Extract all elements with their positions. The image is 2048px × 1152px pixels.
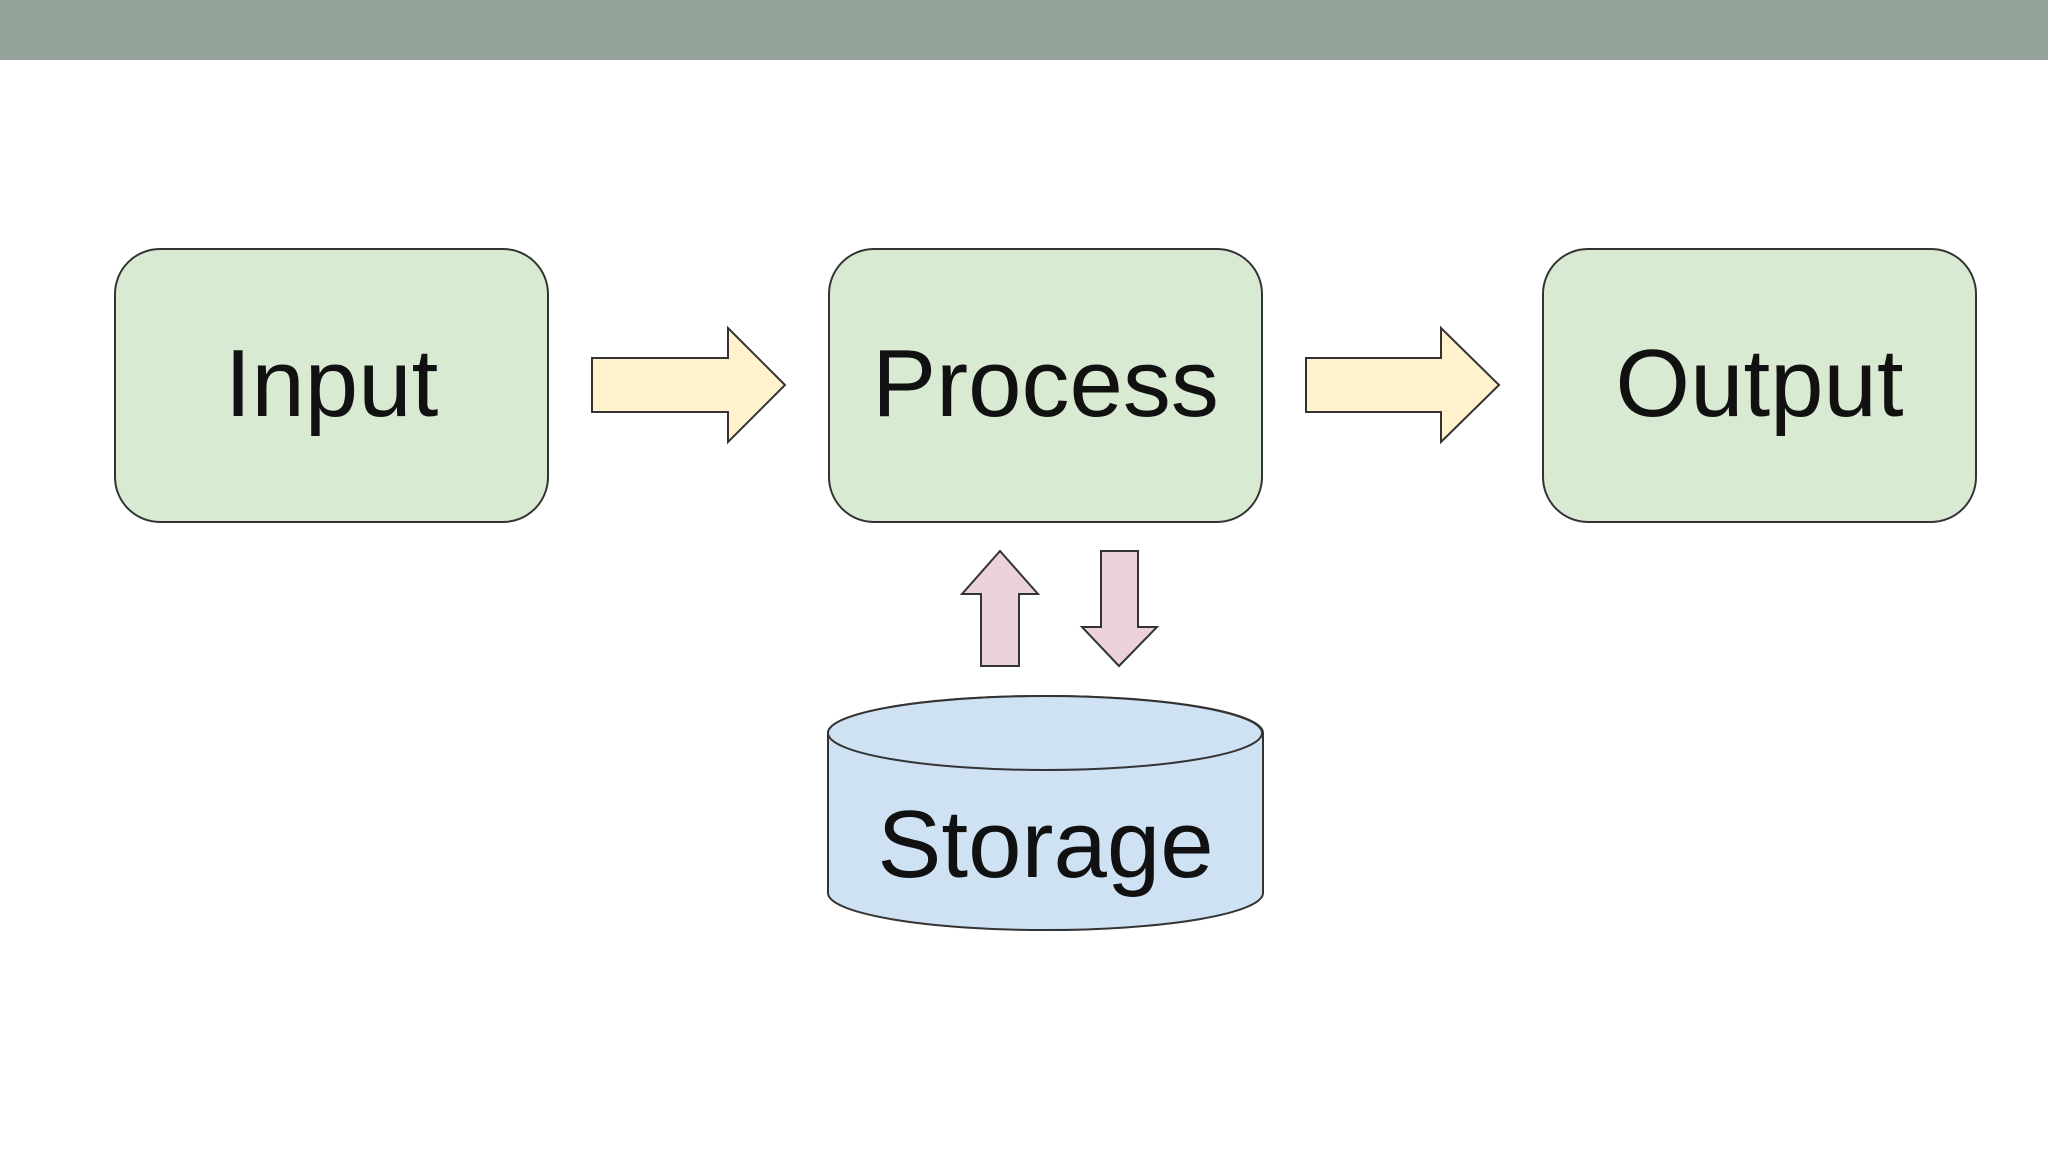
output-node: Output: [1542, 248, 1977, 523]
storage-cylinder-top: [827, 695, 1263, 771]
input-node: Input: [114, 248, 549, 523]
input-node-label: Input: [224, 329, 439, 437]
top-bar: [0, 0, 2048, 60]
arrow-storage-to-process: [959, 549, 1041, 667]
process-node: Process: [828, 248, 1263, 523]
output-node-label: Output: [1615, 329, 1904, 437]
process-node-label: Process: [872, 329, 1219, 437]
arrow-process-to-output: [1305, 325, 1501, 445]
arrow-process-to-storage: [1079, 550, 1160, 668]
arrow-input-to-process: [591, 325, 787, 445]
storage-node-label: Storage: [877, 791, 1214, 898]
